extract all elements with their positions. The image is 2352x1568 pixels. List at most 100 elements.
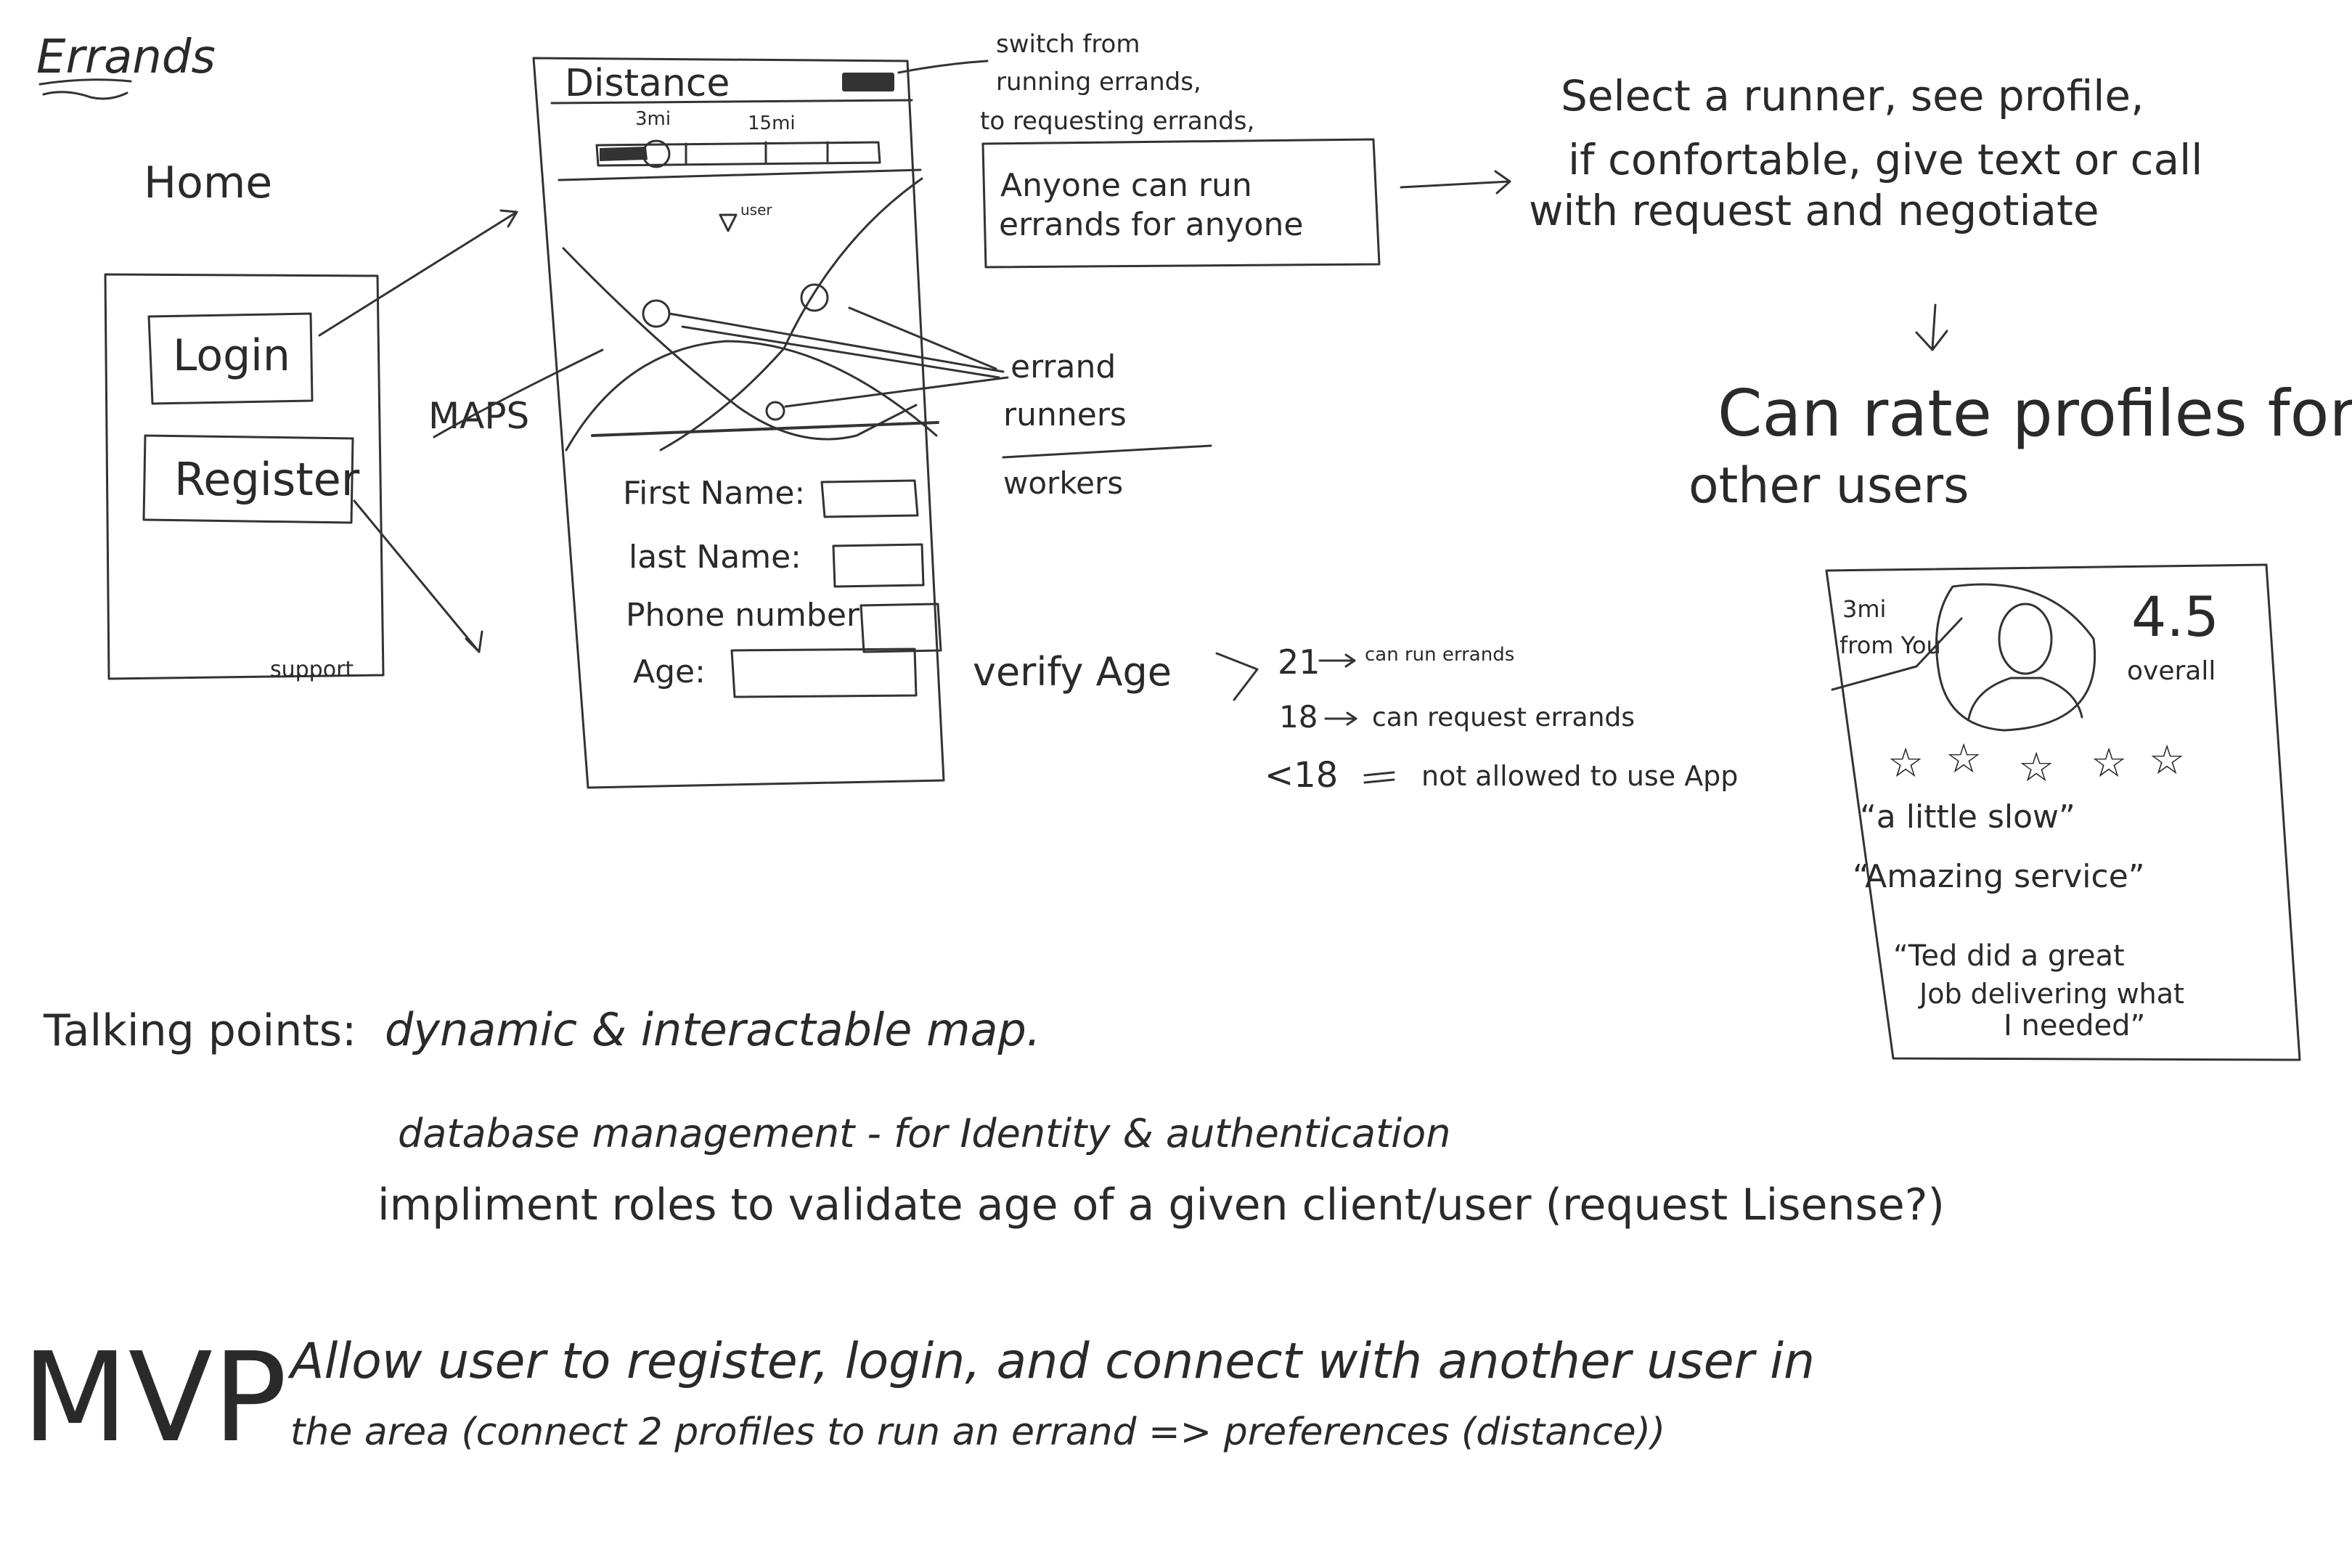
user-marker-label: user <box>740 201 772 219</box>
runner-pin-1[interactable] <box>642 299 671 328</box>
app-phone-frame <box>532 57 945 789</box>
login-button[interactable]: Login <box>147 312 314 405</box>
maps-arrow <box>433 348 604 438</box>
slider-tick-15mi: 15mi <box>748 113 796 134</box>
runner-label-workers: workers <box>1003 465 1123 501</box>
review-3-line-1: “Ted did a great <box>1893 939 2125 973</box>
runner-label-runners: runners <box>1003 396 1127 433</box>
arrow-login-to-app <box>318 209 518 337</box>
rate-note-line-1: Can rate profiles for <box>1718 376 2352 451</box>
svg-text:switch from running errand: switch from running errands, to requesti… <box>980 30 1254 136</box>
review-3-line-3: I needed” <box>2004 1009 2145 1042</box>
select-note-line-3: with request and negotiate <box>1529 186 2099 235</box>
support-link[interactable]: support <box>270 657 354 682</box>
register-button-label: Register <box>174 453 360 506</box>
last-name-label: last Name: <box>629 539 801 576</box>
rule-21-text: can run errands <box>1365 644 1514 666</box>
svg-text:Anyone can run errands for: Anyone can run errands for anyone <box>999 167 1303 243</box>
distance-slider[interactable] <box>595 139 881 168</box>
runner-callout-lines <box>668 306 1009 408</box>
rule-18-arrow <box>1324 711 1357 726</box>
mvp-line-1: Allow user to register, login, and conne… <box>287 1333 1815 1390</box>
map-area[interactable]: user <box>562 177 938 452</box>
app-header-divider <box>550 99 913 105</box>
profile-rating-label: overall <box>2127 656 2216 686</box>
first-name-label: First Name: <box>623 475 805 512</box>
select-note-line-2: if confortable, give text or call <box>1568 135 2202 184</box>
rule-under18-text: not allowed to use App <box>1421 760 1738 792</box>
rule-21-arrow <box>1318 653 1356 668</box>
rule-21-age: 21 <box>1278 642 1320 682</box>
review-3-line-2: Job delivering what <box>1918 978 2184 1010</box>
registration-form: First Name: last Name: Phone number Age: <box>623 475 942 698</box>
svg-text:3mi from You: 3mi from You <box>1839 595 1941 659</box>
talking-point-2: database management - for Identity & aut… <box>398 1111 1450 1156</box>
rule-18-age: 18 <box>1279 699 1318 735</box>
arrow-register-to-form <box>353 499 483 653</box>
profile-distance-box <box>1831 617 1963 691</box>
anyone-box <box>981 138 1381 269</box>
age-input[interactable] <box>730 648 918 698</box>
rule-18-text: can request errands <box>1372 703 1635 732</box>
age-label: Age: <box>633 653 706 690</box>
arrow-to-select-note <box>1400 170 1511 195</box>
last-name-input[interactable] <box>832 543 925 588</box>
svg-text:Select a runner, see profile,: Select a runner, see profile, if confort… <box>1529 71 2216 235</box>
toggle-switch[interactable] <box>842 73 894 91</box>
register-button[interactable]: Register <box>142 434 360 524</box>
avatar <box>1935 583 2096 732</box>
first-name-input[interactable] <box>820 479 919 518</box>
distance-label: Distance <box>565 62 730 105</box>
map-bottom-divider <box>591 421 939 437</box>
star-icon: ☆ <box>1945 735 1982 783</box>
anyone-box-line-1: Anyone can run <box>1000 167 1252 204</box>
rule-under18-arrow <box>1363 771 1395 784</box>
svg-text:Can rate profiles for othe: Can rate profiles for other users <box>1689 376 2352 515</box>
rate-note-line-2: other users <box>1689 457 1969 515</box>
svg-text:errand runners: errand runners <box>1003 348 1127 433</box>
user-marker-icon <box>719 213 738 232</box>
runner-pin-2[interactable] <box>800 283 829 312</box>
verify-age-label: verify Age <box>973 649 1172 695</box>
toggle-note-line-2: running errands, <box>996 68 1201 97</box>
star-icon: ☆ <box>2091 740 2127 787</box>
anyone-box-line-2: errands for anyone <box>999 206 1303 243</box>
runner-label-errand: errand <box>1010 348 1116 385</box>
review-2: “Amazing service” <box>1853 858 2145 895</box>
home-label: Home <box>144 158 272 208</box>
slider-handle[interactable] <box>642 139 671 168</box>
mvp-label: MVP <box>22 1326 287 1470</box>
runner-pin-3[interactable] <box>765 401 785 421</box>
title-underline <box>38 78 132 100</box>
star-icon: ☆ <box>2149 737 2185 784</box>
toggle-note-line-1: switch from <box>996 30 1140 59</box>
slider-divider <box>558 168 922 181</box>
home-phone-frame <box>104 273 385 680</box>
review-1: “a little slow” <box>1860 799 2075 836</box>
arrow-to-rate-note <box>1915 303 1948 351</box>
talking-point-3: impliment roles to validate age of a giv… <box>377 1180 1945 1230</box>
runner-label-divider <box>1002 444 1212 459</box>
profile-card[interactable]: 3mi from You 4.5 overall ☆ ☆ ☆ ☆ ☆ “a li… <box>1825 563 2301 1061</box>
rule-under18-age: <18 <box>1265 755 1338 796</box>
profile-distance-line-2: from You <box>1839 632 1941 659</box>
talking-point-1: dynamic & interactable map. <box>385 1003 1041 1056</box>
toggle-annotation-line <box>897 60 989 74</box>
star-icon: ☆ <box>1887 740 1924 787</box>
mvp-line-2: the area (connect 2 profiles to run an e… <box>290 1410 1665 1454</box>
rating-stars: ☆ ☆ ☆ ☆ ☆ <box>1887 735 2185 791</box>
profile-rating: 4.5 <box>2131 584 2219 649</box>
slider-tick-3mi: 3mi <box>635 108 671 130</box>
page-title: Errands <box>36 30 216 84</box>
star-icon: ☆ <box>2018 744 2054 791</box>
svg-text:“a little slow” “Amazing: “a little slow” “Amazing service” “Ted d… <box>1853 799 2194 1042</box>
verify-age-bracket <box>1215 652 1259 701</box>
phone-number-input[interactable] <box>859 603 942 653</box>
avatar-shoulders-icon <box>1967 677 2083 720</box>
select-note-line-1: Select a runner, see profile, <box>1561 71 2144 121</box>
avatar-head-icon <box>1998 603 2053 675</box>
phone-number-label: Phone number <box>626 597 860 634</box>
talking-points-label: Talking points: <box>43 1005 356 1056</box>
profile-distance-line-1: 3mi <box>1842 595 1886 623</box>
